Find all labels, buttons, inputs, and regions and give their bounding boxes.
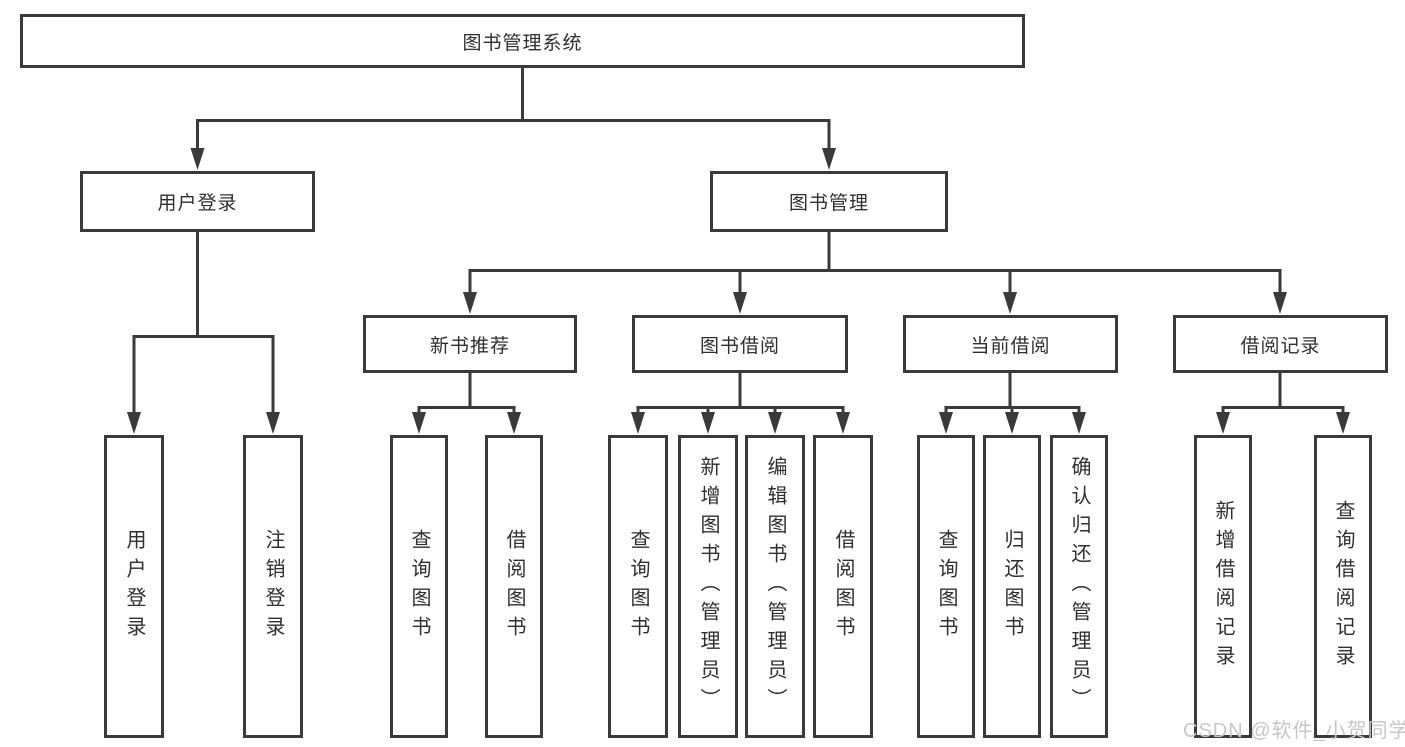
leaf-user-login: 用户登录 [104, 435, 164, 738]
connector-book-mgmt-to-level3 [463, 232, 1287, 314]
connector-root-to-level2 [190, 68, 836, 170]
leaf-borrow-books-recommend: 借阅图书 [485, 435, 543, 738]
connector-new-book-to-leaves [412, 373, 521, 434]
node-new-book-recommend: 新书推荐 [363, 315, 577, 373]
leaf-query-books-current: 查询图书 [917, 435, 975, 738]
leaf-query-books-recommend: 查询图书 [390, 435, 448, 738]
connector-book-borrow-to-leaves [631, 373, 850, 434]
leaf-add-borrow-record: 新增借阅记录 [1194, 435, 1252, 738]
leaf-logout: 注销登录 [243, 435, 303, 738]
leaf-return-books: 归还图书 [983, 435, 1041, 738]
leaf-query-books-borrowing: 查询图书 [608, 435, 668, 738]
connector-current-borrow-to-leaves [939, 373, 1086, 434]
leaf-query-borrow-record: 查询借阅记录 [1314, 435, 1372, 738]
node-current-borrowing: 当前借阅 [903, 315, 1118, 373]
leaf-add-books-admin: 新增图书（管理员） [678, 435, 738, 738]
node-book-management: 图书管理 [710, 171, 948, 232]
leaf-edit-books-admin: 编辑图书（管理员） [745, 435, 805, 738]
leaf-confirm-return-admin: 确认归还（管理员） [1050, 435, 1108, 738]
csdn-watermark: CSDN @软件_小贺同学 [1183, 720, 1405, 742]
node-borrowing-records: 借阅记录 [1173, 315, 1388, 373]
node-user-login: 用户登录 [80, 171, 315, 232]
node-book-borrowing: 图书借阅 [632, 315, 848, 373]
connector-user-login-to-leaves [127, 232, 280, 434]
leaf-borrow-books-borrowing: 借阅图书 [813, 435, 873, 738]
node-root-book-management-system: 图书管理系统 [20, 14, 1025, 68]
connector-borrow-record-to-leaves [1216, 373, 1350, 434]
